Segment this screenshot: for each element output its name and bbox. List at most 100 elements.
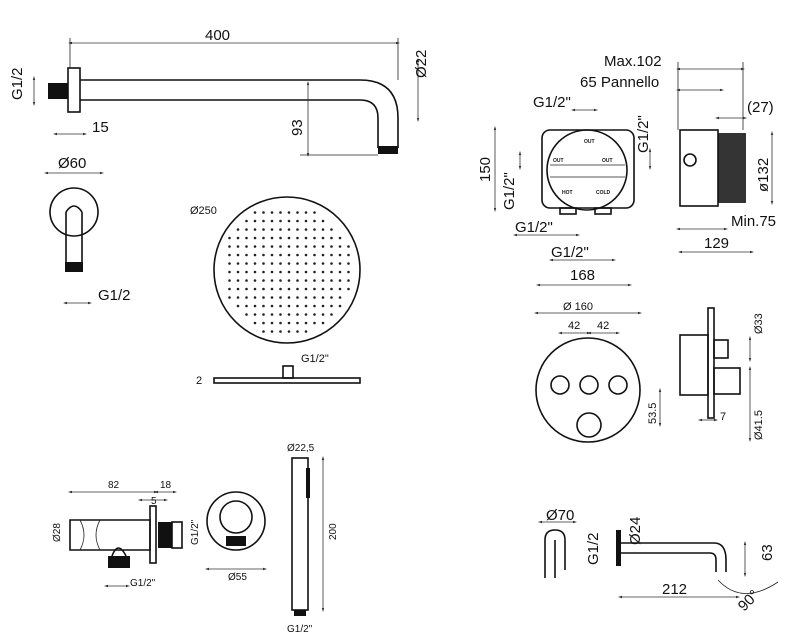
- nozzle-dot: [287, 262, 291, 265]
- nozzle-dot: [296, 330, 299, 333]
- nozzle-dot: [296, 296, 299, 299]
- nozzle-dot: [330, 287, 333, 291]
- nozzle-dot: [245, 279, 248, 282]
- outlet-gap-label: 5: [151, 496, 157, 507]
- nozzle-dot: [245, 313, 248, 316]
- box-thread-bottom-left-label: G1/2": [515, 219, 553, 236]
- box-thread-right-label: G1/2": [635, 115, 652, 153]
- nozzle-dot: [313, 211, 316, 214]
- nozzle-dot: [321, 279, 325, 282]
- nozzle-dot: [347, 279, 350, 282]
- port-label: OUT: [602, 158, 613, 164]
- nozzle-dot: [228, 262, 231, 265]
- nozzle-dot: [236, 253, 240, 257]
- port-label: COLD: [596, 190, 611, 196]
- nozzle-dot: [270, 313, 274, 316]
- nozzle-dot: [304, 262, 308, 265]
- box-thread-left-label: G1/2": [501, 172, 518, 210]
- nozzle-dot: [287, 236, 291, 240]
- nozzle-dot: [296, 245, 299, 248]
- nozzle-dot: [330, 304, 333, 308]
- flange-thread-label: G1/2: [98, 287, 131, 304]
- nozzle-dot: [270, 236, 274, 240]
- nozzle-dot: [253, 262, 257, 265]
- box-min-depth-label: Min.75: [731, 213, 776, 230]
- nozzle-dot: [270, 287, 274, 291]
- flange-diameter-label: Ø60: [58, 155, 86, 172]
- nozzle-dot: [321, 219, 325, 223]
- nozzle-dot: [262, 253, 265, 257]
- nozzle-dot: [270, 228, 274, 231]
- wall-outlet-drawing: 82 18 5 Ø28 G1/2" G1/2" Ø55: [52, 480, 267, 589]
- outlet-length-label: 82: [108, 480, 120, 491]
- button-diameter-label: Ø33: [753, 313, 765, 334]
- nozzle-dot: [245, 296, 248, 299]
- nozzle-dot: [321, 296, 325, 299]
- nozzle-dot: [245, 304, 248, 308]
- arm-diameter-label: Ø22: [413, 50, 430, 78]
- nozzle-dot: [321, 245, 325, 248]
- nozzle-dot: [296, 321, 299, 325]
- nozzle-dot: [236, 270, 240, 274]
- nozzle-dot: [279, 270, 282, 274]
- nozzle-dot: [270, 211, 274, 214]
- nozzle-dot: [270, 245, 274, 248]
- nozzle-dot: [304, 245, 308, 248]
- nozzle-dot: [270, 270, 274, 274]
- arm-thread-label: G1/2: [9, 67, 26, 100]
- nozzle-dot: [262, 262, 265, 265]
- hand-shower-length-label: 200: [328, 523, 339, 540]
- nozzle-dot: [228, 245, 231, 248]
- nozzle-dot: [347, 270, 350, 274]
- nozzle-dot: [304, 304, 308, 308]
- nozzle-dot: [253, 228, 257, 231]
- nozzle-dot: [236, 245, 240, 248]
- nozzle-dot: [321, 287, 325, 291]
- nozzle-dot: [253, 296, 257, 299]
- nozzle-dot: [304, 236, 308, 240]
- nozzle-dot: [236, 236, 240, 240]
- spout-diameter-label: Ø24: [627, 517, 644, 545]
- nozzle-dot: [330, 245, 333, 248]
- nozzle-dot: [279, 296, 282, 299]
- nozzle-dot: [321, 262, 325, 265]
- nozzle-dot: [330, 279, 333, 282]
- box-offset-label: (27): [747, 99, 774, 116]
- nozzle-dot: [262, 321, 265, 325]
- nozzle-dot: [313, 236, 316, 240]
- nozzle-dot: [321, 253, 325, 257]
- nozzle-dot: [296, 270, 299, 274]
- nozzle-dot: [236, 262, 240, 265]
- nozzle-dot: [296, 211, 299, 214]
- spout-drop-label: 63: [759, 544, 776, 561]
- nozzle-dot: [338, 287, 342, 291]
- nozzle-dot: [321, 313, 325, 316]
- nozzle-dot: [338, 296, 342, 299]
- control-plate-drawing: Ø 160 42 42 53.5 Ø33 Ø41.5 7: [534, 301, 765, 443]
- nozzle-dot: [253, 211, 257, 214]
- nozzle-dot: [262, 330, 265, 333]
- box-depth-label: 129: [704, 235, 729, 252]
- nozzle-dot: [245, 253, 248, 257]
- nozzle-dot: [262, 228, 265, 231]
- nozzle-dot: [313, 304, 316, 308]
- box-height-label: 150: [477, 157, 494, 182]
- nozzle-dot: [236, 228, 240, 231]
- hand-shower-diameter-label: Ø22,5: [287, 443, 315, 454]
- nozzle-dot: [321, 228, 325, 231]
- nozzle-dot: [296, 304, 299, 308]
- nozzle-dot: [228, 287, 231, 291]
- nozzle-dot: [262, 211, 265, 214]
- nozzle-dot: [245, 262, 248, 265]
- nozzle-dot: [304, 219, 308, 223]
- nozzle-dot: [262, 287, 265, 291]
- port-label: OUT: [584, 139, 595, 145]
- nozzle-dot: [321, 270, 325, 274]
- nozzle-dot: [253, 287, 257, 291]
- plate-spacing-left-label: 42: [568, 320, 580, 332]
- nozzle-dot: [287, 321, 291, 325]
- nozzle-dot: [296, 253, 299, 257]
- nozzle-dot: [253, 304, 257, 308]
- nozzle-dot: [270, 330, 274, 333]
